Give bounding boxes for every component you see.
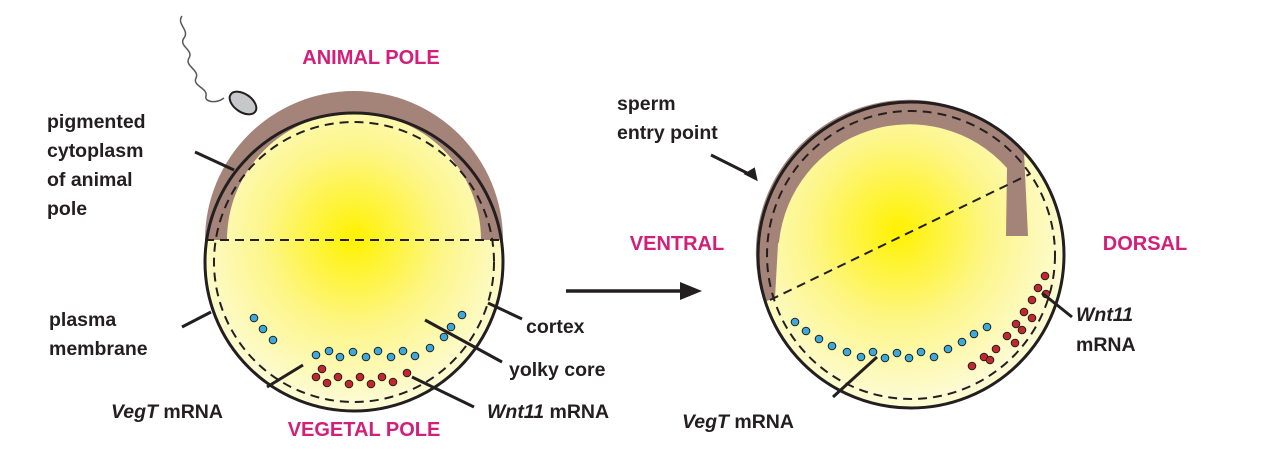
right-wnt11-gene-label: Wnt11 xyxy=(1076,304,1133,326)
left-egg-yolk xyxy=(205,113,503,411)
ventral-label: VENTRAL xyxy=(630,233,724,255)
sperm-tail xyxy=(179,15,225,103)
right-vegt-dots xyxy=(790,317,992,363)
left-wnt11-label: Wnt11 mRNA xyxy=(487,401,609,423)
plasma-label-2: membrane xyxy=(49,338,148,360)
right-egg-yolk xyxy=(758,102,1064,408)
sperm xyxy=(179,15,258,116)
leader-sperm-entry xyxy=(710,153,752,177)
leader-yolky-core xyxy=(424,318,503,364)
sperm-entry-label-2: entry point xyxy=(617,122,718,144)
right-vegt-label: VegT mRNA xyxy=(682,411,794,433)
leader-cortex xyxy=(487,301,523,321)
left-wnt11-dots xyxy=(311,364,412,389)
sperm-entry-label-1: sperm xyxy=(617,93,676,115)
vegetal-pole-label: VEGETAL POLE xyxy=(288,419,441,441)
transition-arrow xyxy=(566,282,702,300)
right-wnt11-mrna-label: mRNA xyxy=(1076,334,1136,356)
left-vegt-label: VegT mRNA xyxy=(111,401,223,423)
leader-right-vegt xyxy=(831,355,879,399)
right-egg xyxy=(755,99,1066,410)
pigmented-label-2: cytoplasm xyxy=(47,140,143,162)
right-pigmented-cytoplasm xyxy=(755,99,1028,302)
sperm-head xyxy=(228,90,258,116)
leader-pigmented xyxy=(194,150,235,172)
sperm-entry-arrowhead xyxy=(743,167,758,182)
left-pigmented-cytoplasm xyxy=(205,91,503,240)
left-vegt-dots xyxy=(249,310,467,362)
leader-left-vegt xyxy=(266,363,304,389)
pigmented-label-4: pole xyxy=(47,198,87,220)
yolky-core-label: yolky core xyxy=(509,359,606,381)
right-plasma-membrane xyxy=(756,100,1066,410)
cortex-label: cortex xyxy=(526,316,585,338)
animal-pole-label: ANIMAL POLE xyxy=(302,47,439,69)
leader-right-wnt11 xyxy=(1041,291,1073,319)
pigmented-label-1: pigmented xyxy=(47,111,146,133)
dorsal-label: DORSAL xyxy=(1103,233,1187,255)
plasma-label-1: plasma xyxy=(49,309,116,331)
leader-lines xyxy=(181,150,1073,409)
right-cortex-dashes xyxy=(766,110,1056,400)
right-tilted-equator xyxy=(769,173,1031,301)
left-plasma-membrane xyxy=(203,111,505,413)
pigmented-label-3: of animal xyxy=(47,169,133,191)
left-egg xyxy=(203,91,505,413)
leader-left-wnt11 xyxy=(411,375,475,409)
leader-plasma xyxy=(181,310,212,329)
left-cortex-dashes xyxy=(213,121,495,403)
